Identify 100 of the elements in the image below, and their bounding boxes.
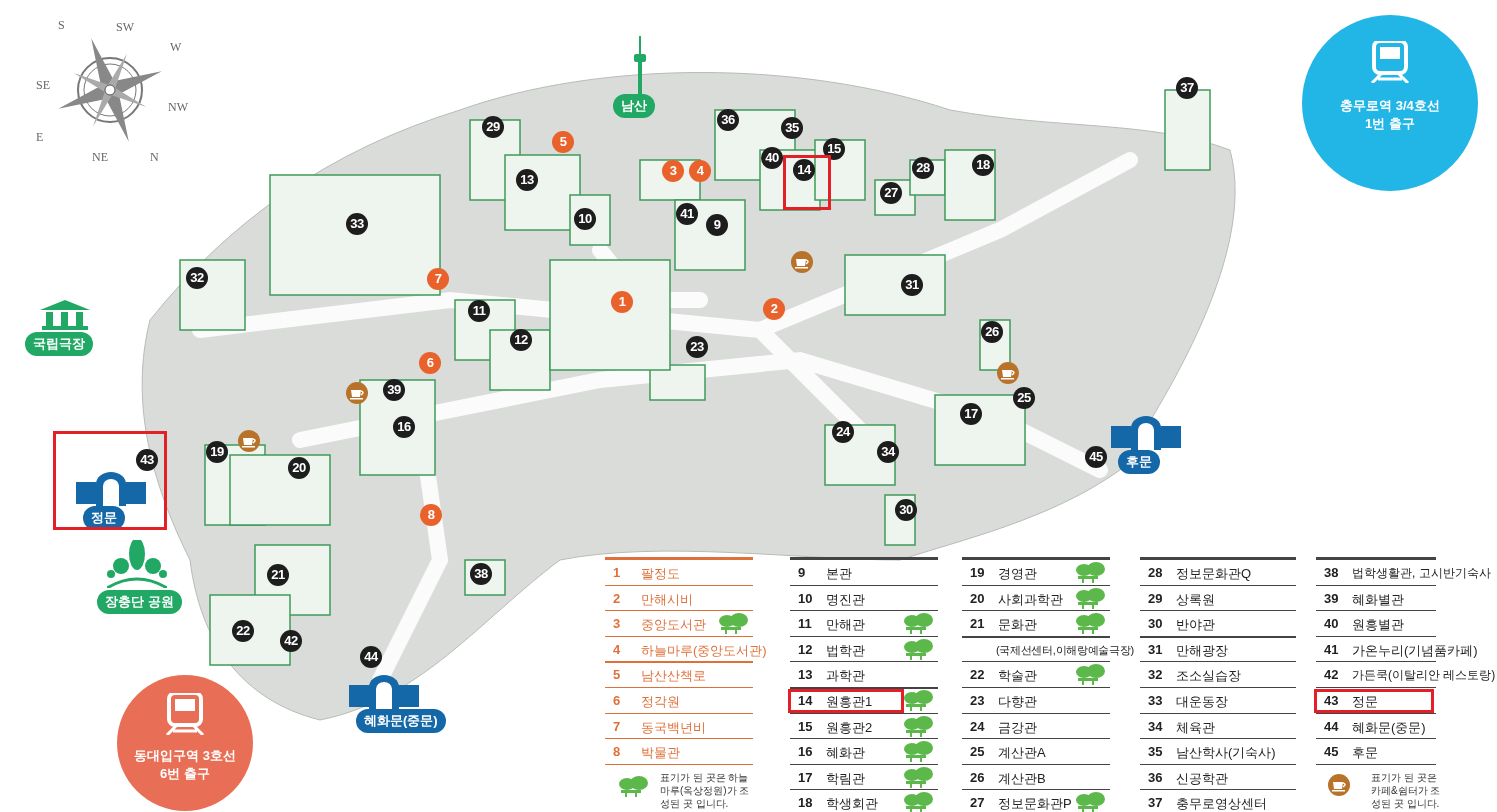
row-number: 25 <box>970 744 985 760</box>
place-name: 정보문화관Q <box>1176 565 1252 583</box>
row-number: 37 <box>1148 795 1163 811</box>
place-name: 학림관 <box>826 769 865 788</box>
callout-number: 37 <box>1176 77 1198 99</box>
row-number: 31 <box>1148 641 1163 657</box>
row-number: 41 <box>1324 641 1339 657</box>
place-name: 남산학사(기숙사) <box>1176 744 1276 763</box>
place-name: 남산산책로 <box>641 667 706 686</box>
place-name: 원흥관1 <box>826 693 873 711</box>
row-number: 45 <box>1324 744 1339 760</box>
callout-number: 43 <box>136 449 158 471</box>
place-name: 학생회관 <box>826 795 878 812</box>
place-name: 동국백년비 <box>641 718 706 737</box>
legend-note: 표기가 된 곳은 하늘마루(옥상정원)가 조성된 곳 입니다. <box>660 770 750 810</box>
row-number: 14 <box>798 693 813 708</box>
place-name: 학술관 <box>998 667 1037 686</box>
row-number: 27 <box>970 795 985 811</box>
row-number: 11 <box>798 616 812 632</box>
place-label: 남산 <box>613 94 655 118</box>
place-name: 중앙도서관 <box>641 616 706 635</box>
place-name: 가온누리(기념품카페) <box>1352 641 1478 660</box>
place-label: 국립극장 <box>25 332 93 356</box>
row-number: 35 <box>1148 744 1163 760</box>
row-number: 12 <box>798 641 813 657</box>
place-name: 과학관 <box>826 667 865 686</box>
row-number: 8 <box>613 744 621 760</box>
place-name: 조소실습장 <box>1176 667 1241 686</box>
row-number: 2 <box>613 590 621 606</box>
place-name: 정보문화관P <box>998 795 1072 812</box>
place-label: 장충단 공원 <box>97 590 182 614</box>
place-name: 박물관 <box>641 744 680 763</box>
row-number: 24 <box>970 718 985 734</box>
place-name: 원흥관2 <box>826 718 873 737</box>
place-name-note: (국제선센터,이해랑예술극장) <box>996 642 1134 658</box>
place-name: 혜화문(중문) <box>1352 718 1426 737</box>
row-number: 5 <box>613 667 621 683</box>
row-number: 6 <box>613 693 621 708</box>
compass-letter: NE <box>92 150 108 165</box>
place-name: 만해관 <box>826 616 865 635</box>
row-number: 34 <box>1148 718 1163 734</box>
row-number: 4 <box>613 641 621 657</box>
row-number: 29 <box>1148 590 1163 606</box>
place-name: 경영관 <box>998 565 1037 583</box>
row-number: 36 <box>1148 769 1163 785</box>
row-number: 39 <box>1324 590 1339 606</box>
compass-letter: SW <box>116 20 134 35</box>
place-name: 가든쿡(이탈리안 레스토랑) <box>1352 667 1496 685</box>
place-name: 체육관 <box>1176 718 1215 737</box>
place-name: 법학생활관, 고시반기숙사 <box>1352 565 1491 582</box>
row-number: 15 <box>798 718 813 734</box>
row-number: 43 <box>1324 693 1339 708</box>
row-number: 3 <box>613 616 621 632</box>
row-number: 23 <box>970 693 985 708</box>
row-number: 17 <box>798 769 813 785</box>
place-name: 신공학관 <box>1176 769 1228 788</box>
place-name: 정문 <box>1352 693 1378 711</box>
compass-letter: SE <box>36 78 50 93</box>
place-name: 원흥별관 <box>1352 616 1404 635</box>
row-number: 13 <box>798 667 813 683</box>
place-name: 정각원 <box>641 693 680 711</box>
place-name: 대운동장 <box>1176 693 1228 711</box>
row-number: 9 <box>798 565 806 580</box>
place-name: 계산관A <box>998 744 1046 763</box>
place-name: 만해광장 <box>1176 641 1228 660</box>
row-number: 18 <box>798 795 813 811</box>
row-number: 44 <box>1324 718 1339 734</box>
place-name: 만해시비 <box>641 590 693 609</box>
place-name: 금강관 <box>998 718 1037 737</box>
compass-letter: NW <box>168 100 188 115</box>
row-number: 7 <box>613 718 621 734</box>
place-name: 계산관B <box>998 769 1046 788</box>
place-name: 상록원 <box>1176 590 1215 609</box>
row-number: 32 <box>1148 667 1163 683</box>
compass-letter: E <box>36 130 44 145</box>
compass-letter: W <box>170 40 182 55</box>
row-number: 10 <box>798 590 813 606</box>
place-name: 사회과학관 <box>998 590 1063 609</box>
place-name: 문화관 <box>998 616 1037 635</box>
station-name: 충무로역 3/4호선 1번 출구 <box>1339 97 1441 133</box>
row-number: 30 <box>1148 616 1163 632</box>
place-name: 혜화관 <box>826 744 865 763</box>
place-name: 후문 <box>1352 744 1378 763</box>
row-number: 38 <box>1324 565 1339 580</box>
place-name: 법학관 <box>826 641 865 660</box>
legend-note: 표기가 된 곳은 카페&쉼터가 조성된 곳 입니다. <box>1371 770 1441 810</box>
place-name: 혜화별관 <box>1352 590 1404 609</box>
row-number: 42 <box>1324 667 1339 683</box>
row-number: 22 <box>970 667 985 683</box>
place-name: 본관 <box>826 565 852 583</box>
compass-letter: S <box>58 18 65 33</box>
place-name: 반야관 <box>1176 616 1215 635</box>
place-name: 충무로영상센터 <box>1176 795 1267 812</box>
place-label: 정문 <box>83 506 125 530</box>
row-number: 33 <box>1148 693 1163 708</box>
row-number: 16 <box>798 744 813 760</box>
row-number: 26 <box>970 769 985 785</box>
row-number: 20 <box>970 590 985 606</box>
place-label: 후문 <box>1118 450 1160 474</box>
compass-letter: N <box>150 150 159 165</box>
